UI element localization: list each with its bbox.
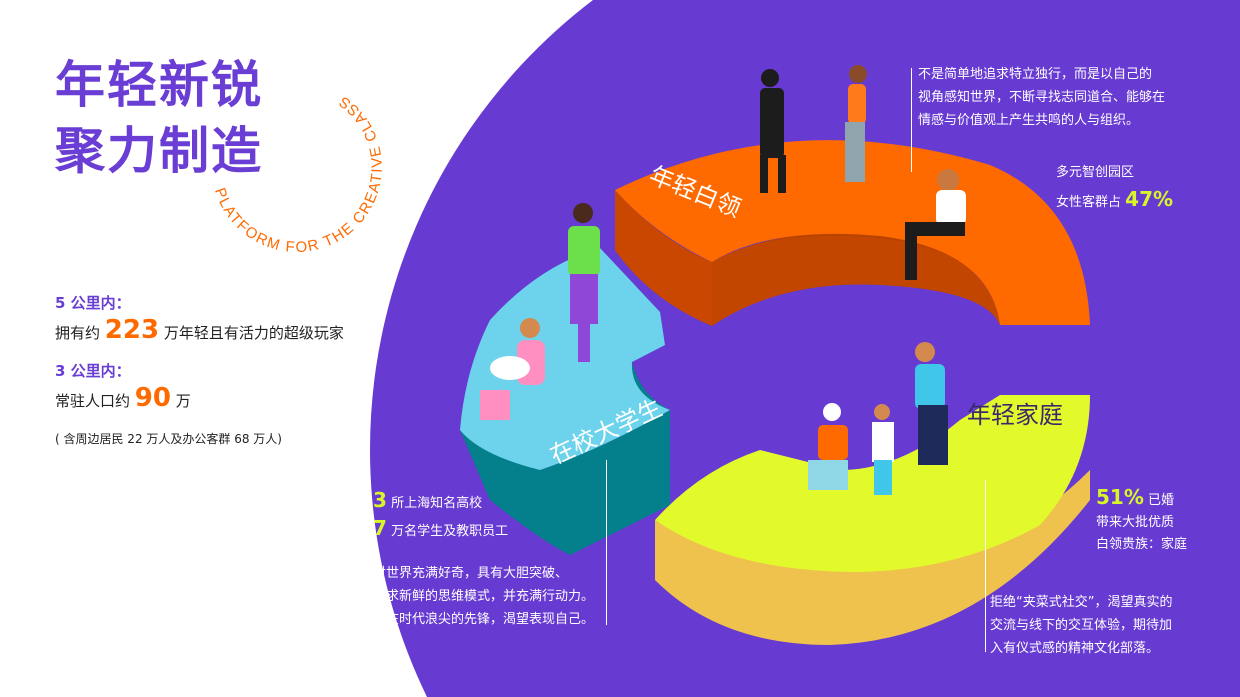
students-description: 对世界充满好奇，具有大胆突破、 追求新鲜的思维模式，并充满行动力。 走在时代浪尖… [373, 562, 594, 631]
stat-text: 已婚 [1148, 493, 1175, 508]
desc-line: 交流与线下的交互体验，期待加 [990, 618, 1173, 633]
stat-3km-label: 3 公里内： [55, 362, 131, 380]
stat-3km-suffix: 万 [175, 392, 191, 410]
segment-students [460, 248, 670, 555]
stat-line: 多元智创园区 [1056, 165, 1135, 180]
white-collar-description: 不是简单地追求特立独行，而是以自己的 视角感知世界，不断寻找志同道合、能够在 情… [918, 63, 1165, 132]
desc-line: 拒绝“夹菜式社交”，渴望真实的 [990, 595, 1173, 610]
desc-line: 情感与价值观上产生共鸣的人与组织。 [918, 113, 1140, 128]
desc-line: 入有仪式感的精神文化部落。 [990, 641, 1160, 656]
stat-5km-suffix: 万年轻且有活力的超级玩家 [163, 324, 344, 342]
stat-text: 所上海知名高校 [391, 496, 483, 511]
segment-white-collar [615, 140, 1090, 326]
label-family: 年轻家庭 [967, 401, 1063, 429]
stat-5km-label: 5 公里内： [55, 294, 131, 312]
page-title: 年轻新锐 聚力制造 [55, 52, 263, 184]
divider-line [606, 460, 607, 625]
family-stat: 51% 已婚 带来大批优质 白领贵族：家庭 [1096, 486, 1187, 556]
stat-value: 47% [1125, 187, 1174, 211]
stat-line: 女性客群占 [1056, 195, 1122, 210]
desc-line: 追求新鲜的思维模式，并充满行动力。 [373, 589, 595, 604]
title-line-2: 聚力制造 [55, 122, 263, 180]
stat-3km-value: 90 [134, 383, 171, 413]
stat-5km: 5 公里内： 拥有约 223 万年轻且有活力的超级玩家 [55, 292, 344, 345]
title-line-1: 年轻新锐 [55, 56, 263, 114]
stat-text: 万名学生及教职员工 [391, 524, 509, 539]
desc-line: 不是简单地追求特立独行，而是以自己的 [918, 67, 1153, 82]
desc-line: 对世界充满好奇，具有大胆突破、 [373, 566, 569, 581]
stat-line: 带来大批优质 [1096, 515, 1175, 530]
desc-line: 走在时代浪尖的先锋，渴望表现自己。 [373, 612, 595, 627]
stat-5km-value: 223 [104, 315, 160, 345]
stat-note: ( 含周边居民 22 万人及办公客群 68 万人) [55, 432, 282, 446]
divider-line [911, 68, 912, 172]
stat-3km-prefix: 常驻人口约 [55, 392, 131, 410]
divider-line [985, 480, 986, 652]
stat-value: 3 [373, 488, 387, 512]
stat-value: 51% [1096, 485, 1144, 509]
stat-value: 7 [373, 516, 387, 540]
family-description: 拒绝“夹菜式社交”，渴望真实的 交流与线下的交互体验，期待加 入有仪式感的精神文… [990, 591, 1172, 660]
stat-3km: 3 公里内： 常驻人口约 90 万 [55, 360, 191, 413]
stat-5km-prefix: 拥有约 [55, 324, 101, 342]
desc-line: 视角感知世界，不断寻找志同道合、能够在 [918, 90, 1166, 105]
stat-line: 白领贵族：家庭 [1096, 537, 1188, 552]
students-stats: 3 所上海知名高校 7 万名学生及教职员工 [373, 488, 508, 544]
white-collar-stat: 多元智创园区 女性客群占 47% [1056, 160, 1173, 216]
person-figures [480, 65, 966, 495]
segment-family [655, 395, 1090, 645]
